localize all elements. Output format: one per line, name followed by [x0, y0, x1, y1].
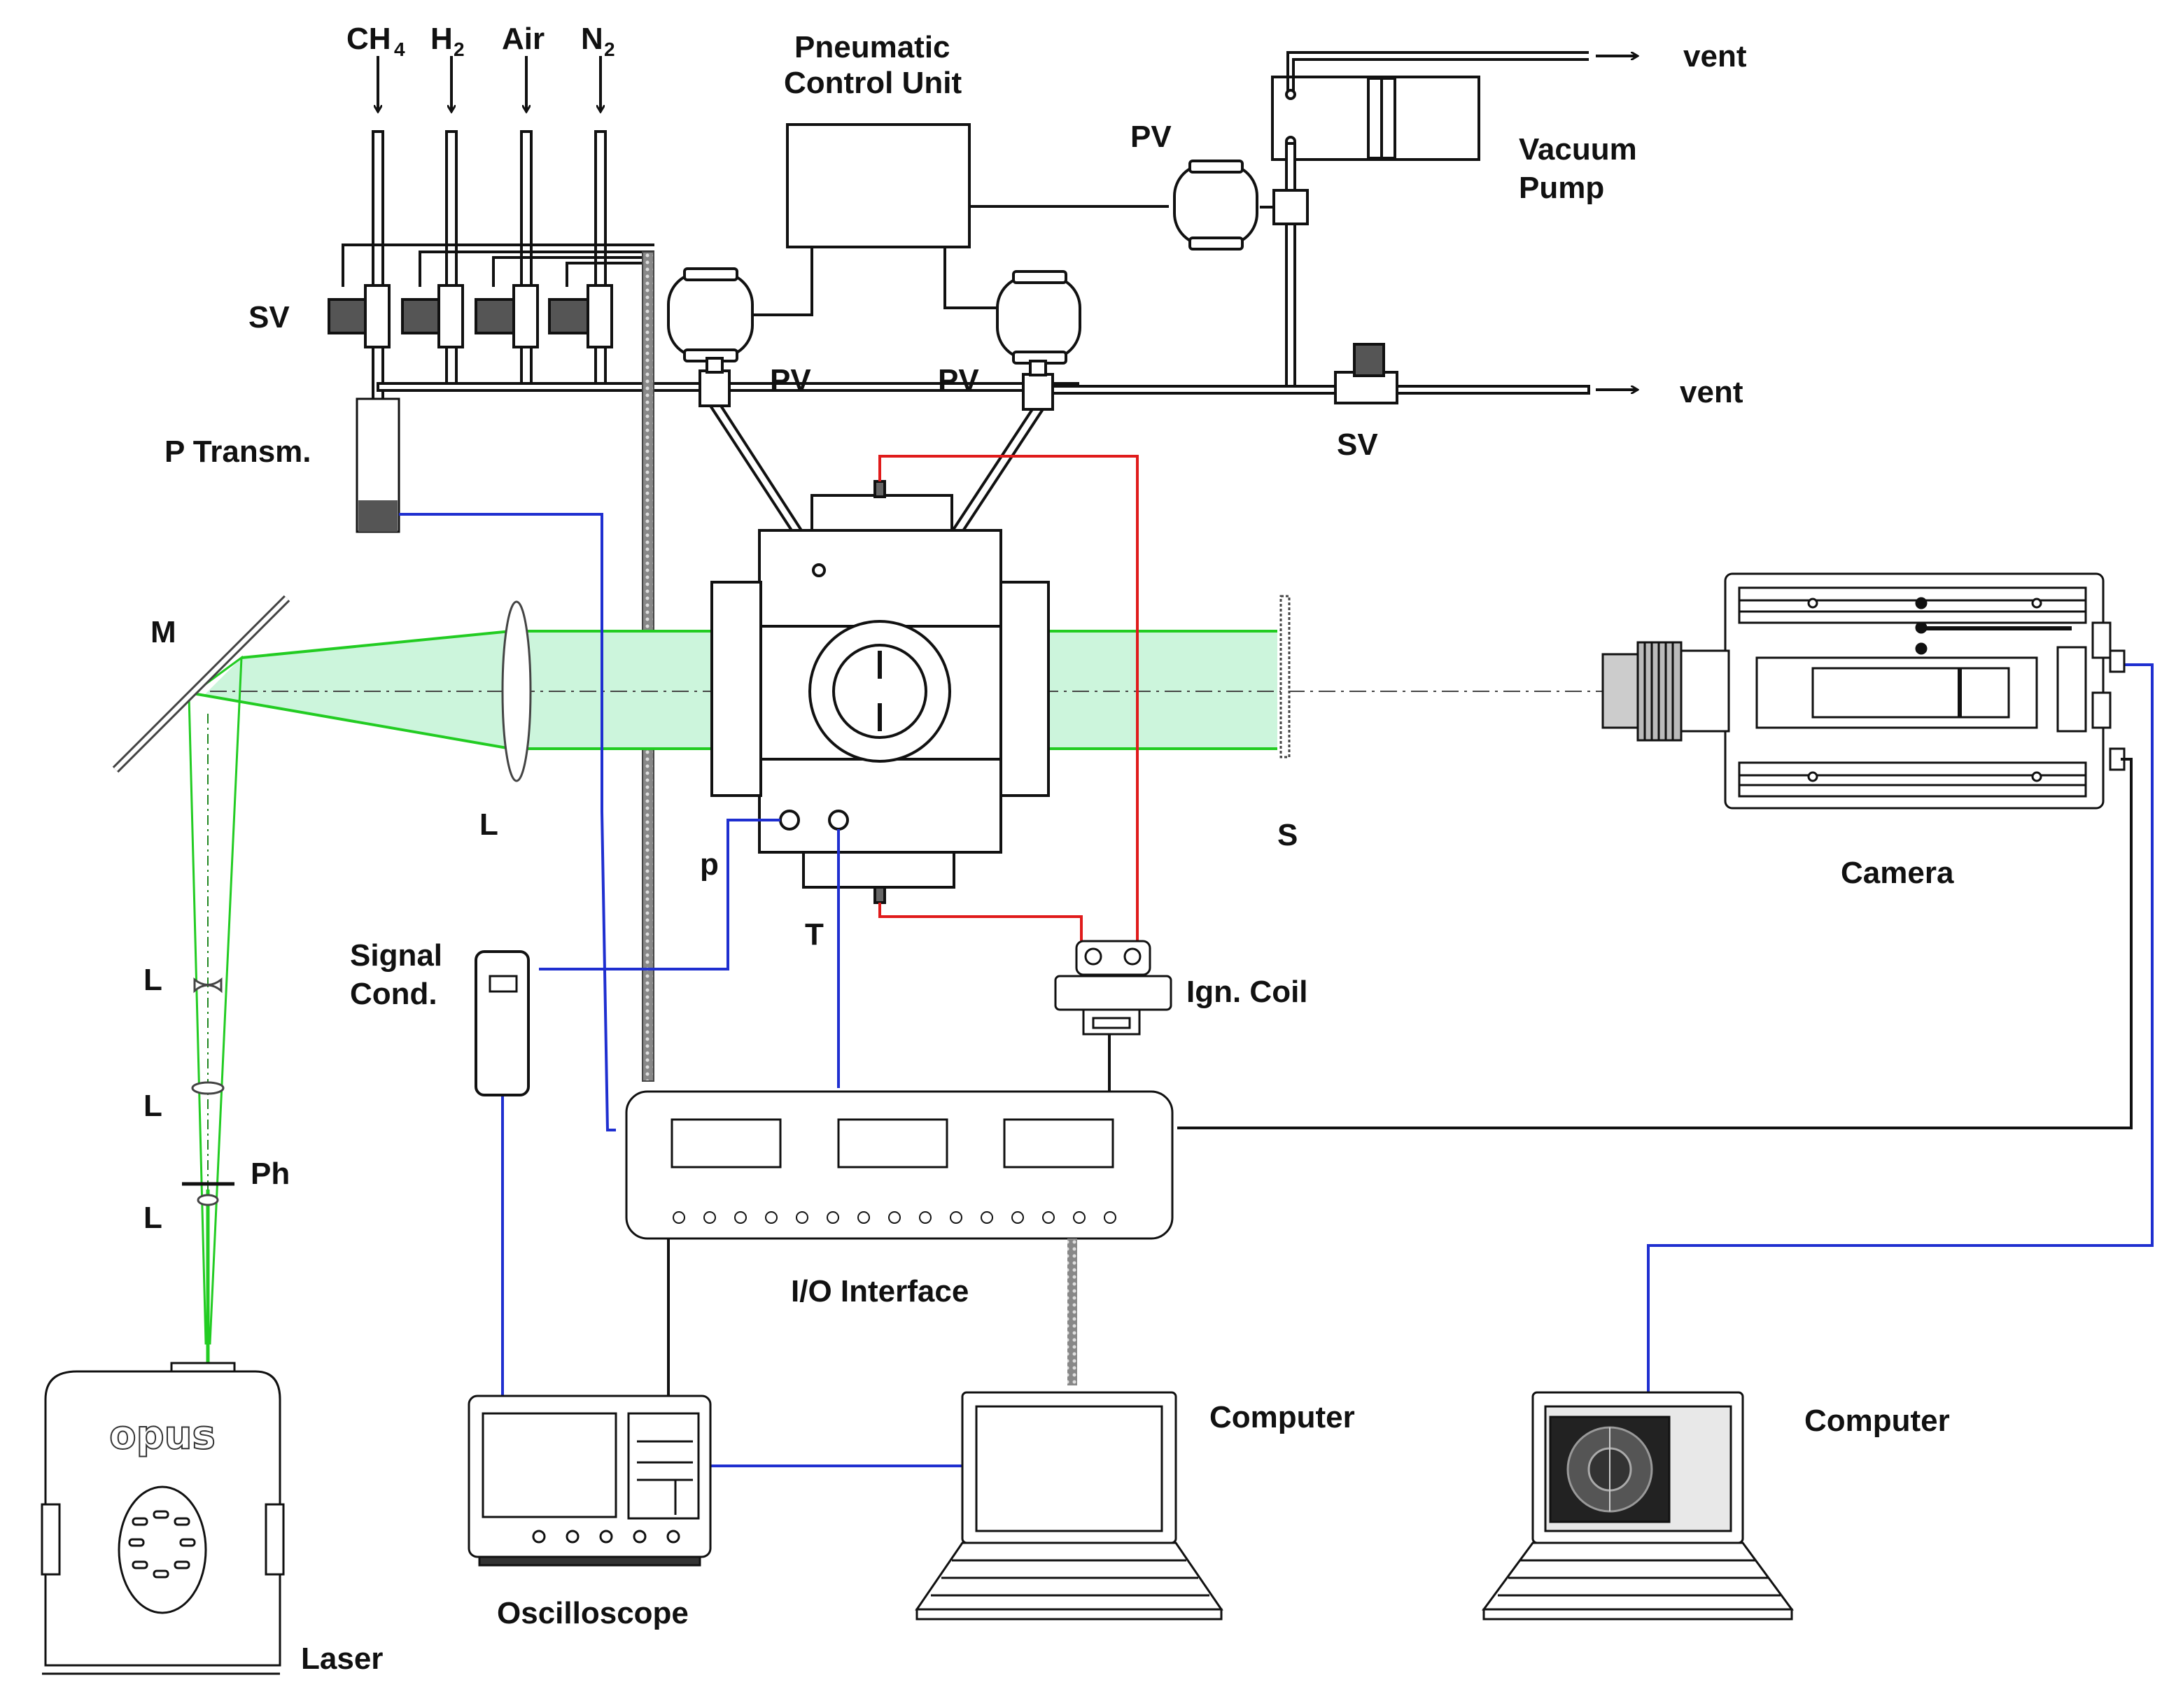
camera-lens: [1601, 641, 1730, 742]
ignition-coil: [1054, 940, 1172, 1036]
solenoid-valve-h2: [401, 284, 464, 348]
ign-coil-label: Ign. Coil: [1186, 975, 1308, 1009]
gas-ch4-label: CH: [346, 22, 391, 56]
lens-3-label: L: [143, 1201, 162, 1235]
solenoid-valve-ch4: [328, 284, 391, 348]
pv-left-label: PV: [770, 363, 811, 397]
signal-wires: [399, 513, 2154, 1467]
solenoid-valve-right: [1334, 343, 1398, 404]
computer-left-label: Computer: [1209, 1400, 1355, 1434]
signal-cond-label-line2: Cond.: [350, 977, 437, 1011]
vent-mid-label: vent: [1680, 375, 1743, 409]
combustion-chamber: [710, 480, 1050, 904]
computer-right-label: Computer: [1804, 1404, 1950, 1438]
pinhole-label: Ph: [251, 1157, 290, 1191]
camera: [1724, 572, 2126, 810]
signal-cond-label-line1: Signal: [350, 938, 442, 973]
gas-ch4-subscript: 4: [394, 38, 405, 60]
pneumatic-label-line2: Control Unit: [784, 66, 962, 100]
screen: [1279, 595, 1291, 758]
io-computer-cable: [1067, 1238, 1077, 1385]
io-interface-label: I/O Interface: [791, 1274, 969, 1308]
mirror-label: M: [150, 615, 176, 649]
lens-1-label: L: [143, 963, 162, 997]
lens-main-label: L: [479, 807, 498, 842]
lens-main: [501, 600, 532, 782]
pneumatic-control-unit: [747, 123, 1169, 329]
gas-h2-subscript: 2: [454, 38, 465, 60]
pv-mid-label: PV: [938, 363, 979, 397]
laser-label: Laser: [301, 1642, 383, 1676]
signal-conditioner: [475, 950, 530, 1096]
laser-brand-text: opus: [109, 1413, 216, 1458]
ignition-wires: [878, 455, 1139, 941]
io-interface-ports: [673, 1211, 1116, 1224]
vacuum-label-line1: Vacuum: [1519, 132, 1637, 167]
gas-supply: [328, 56, 1079, 533]
laser: [41, 1362, 285, 1675]
temperature-t-label: T: [805, 917, 824, 952]
oscilloscope-label: Oscilloscope: [497, 1596, 689, 1630]
sv-left-label: SV: [248, 300, 290, 334]
oscilloscope: [468, 1395, 712, 1567]
camera-trigger-line: [1177, 758, 2133, 1129]
vent-top-label: vent: [1683, 39, 1747, 73]
camera-label: Camera: [1841, 856, 1954, 890]
gas-n2-label: N: [581, 22, 603, 56]
lens-train: [182, 977, 234, 1206]
pneumatic-valve-mid: [996, 270, 1081, 411]
vacuum-label-line2: Pump: [1519, 171, 1604, 205]
gas-air-label: Air: [502, 22, 545, 56]
pv-right-label: PV: [1130, 120, 1172, 154]
pressure-transmitter: [356, 397, 400, 533]
p-transm-label: P Transm.: [164, 435, 311, 469]
pneumatic-valve-left: [667, 267, 754, 407]
computer-left: [915, 1391, 1223, 1621]
sv-right-label: SV: [1337, 428, 1378, 462]
gas-h2-label: H: [430, 22, 453, 56]
solenoid-valve-air: [475, 284, 539, 348]
io-interface: [625, 1034, 1174, 1240]
pneumatic-label-line1: Pneumatic: [794, 30, 950, 64]
vacuum-system: [1048, 51, 1638, 404]
lens-2-label: L: [143, 1089, 162, 1123]
computer-right: [1482, 1391, 1794, 1621]
pneumatic-valve-right: [1173, 160, 1258, 250]
screen-label: S: [1277, 818, 1298, 852]
solenoid-valve-n2: [548, 284, 613, 348]
pressure-p-label: p: [700, 847, 719, 882]
gas-n2-subscript: 2: [604, 38, 615, 60]
